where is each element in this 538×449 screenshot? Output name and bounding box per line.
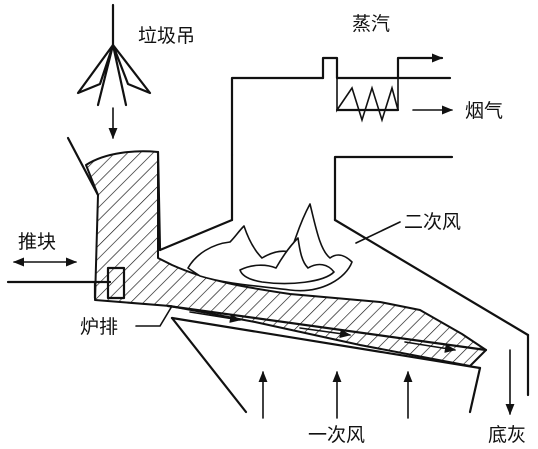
label-flue-gas: 烟气 [465,100,503,122]
label-steam: 蒸汽 [352,13,390,35]
label-grate: 炉排 [80,316,118,338]
label-pusher: 推块 [18,231,56,253]
secondary-air-leader [355,221,401,244]
label-crane: 垃圾吊 [138,25,195,47]
flames [187,203,353,292]
steam-heat-exchanger [230,53,452,157]
crane-grab [76,3,152,140]
label-secondary-air: 二次风 [404,211,461,233]
furnace-chamber [158,153,530,397]
grate-slope [166,304,488,414]
primary-air-arrows [258,370,413,419]
grate-leader [135,305,173,327]
label-bottom-ash: 底灰 [488,424,526,446]
pusher [6,257,126,300]
label-primary-air: 一次风 [308,424,365,446]
